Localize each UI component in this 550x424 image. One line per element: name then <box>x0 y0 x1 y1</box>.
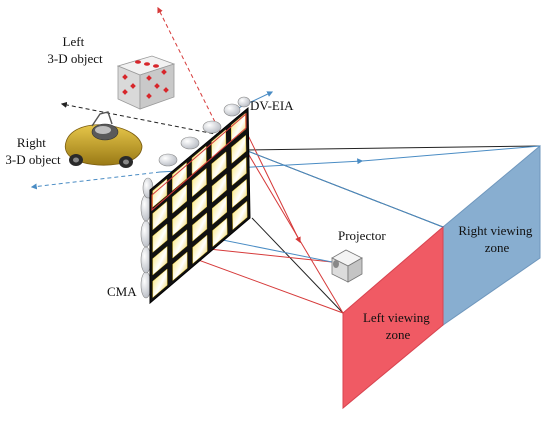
right-zone-label-line1: Right viewing <box>458 223 533 238</box>
black-dashed-ray <box>60 101 221 136</box>
elemental-image-cell <box>212 217 228 248</box>
elemental-image-cell <box>172 184 187 214</box>
right-zone-label: Right viewing zone <box>458 223 535 255</box>
left-zone-label-line2: zone <box>386 327 411 342</box>
elemental-image-cell <box>230 112 246 142</box>
right-object-label-line2: 3-D object <box>5 152 61 167</box>
elemental-image-cell <box>172 229 188 259</box>
right-object-label-line1: Right <box>17 135 46 150</box>
cma-label: CMA <box>107 284 137 299</box>
elemental-image-cell <box>231 156 247 186</box>
elemental-image-cell <box>152 223 168 253</box>
elemental-image-cell <box>211 173 227 203</box>
right-object-label: Right 3-D object <box>5 135 61 167</box>
right-zone-label-line2: zone <box>485 240 510 255</box>
elemental-image-cells <box>152 112 248 299</box>
elemental-image-cell <box>152 200 168 231</box>
left-viewing-zone <box>342 225 444 410</box>
elemental-image-cell <box>192 190 207 220</box>
elemental-image-cell <box>192 234 208 265</box>
elemental-image-cell <box>192 212 208 242</box>
blue-ray-left <box>30 171 161 190</box>
elemental-image-cell <box>172 162 187 192</box>
left-object-label-line1: Left <box>63 34 85 49</box>
elemental-image-cell <box>152 178 168 208</box>
elemental-image-cell <box>172 206 188 237</box>
left-zone-label-line1: Left viewing <box>363 310 430 325</box>
highlight-outline <box>151 112 247 212</box>
left-object-label-line2: 3-D object <box>47 51 103 66</box>
dice-object <box>116 55 176 110</box>
elemental-image-cell <box>211 151 227 181</box>
elemental-image-cell <box>172 251 188 282</box>
elemental-image-cell <box>231 134 247 164</box>
left-object-label: Left 3-D object <box>47 34 103 66</box>
elemental-image-cell <box>191 167 207 198</box>
projector-label: Projector <box>338 228 386 243</box>
elemental-image-cell <box>231 178 248 208</box>
car-object <box>64 111 143 168</box>
elemental-image-cell <box>232 200 248 231</box>
elemental-image-cell <box>152 245 168 276</box>
dv-eia-label: DV-EIA <box>250 98 294 113</box>
lens-array <box>140 96 251 299</box>
display-panel <box>149 106 251 305</box>
elemental-image-cell <box>212 195 228 225</box>
left-zone-label: Left viewing zone <box>363 310 433 342</box>
elemental-image-cell <box>152 268 168 299</box>
projector-device <box>331 249 363 283</box>
